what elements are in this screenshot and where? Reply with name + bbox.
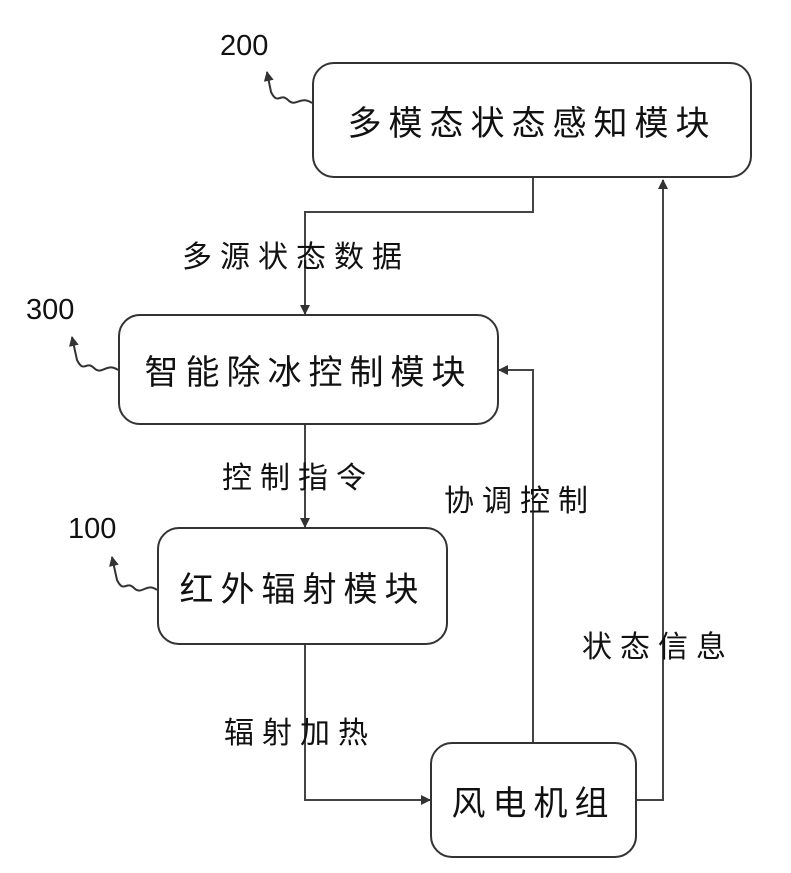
- arrow-coordinated-control: [499, 370, 533, 742]
- multimodal-perception-module: 多模态状态感知模块: [312, 62, 752, 178]
- ref-leader-100: [112, 557, 157, 591]
- infrared-radiation-label: 红外辐射模块: [180, 562, 426, 611]
- label-control-command: 控制指令: [222, 453, 374, 497]
- wind-turbine-label: 风电机组: [452, 776, 616, 825]
- ref-number-200: 200: [220, 30, 268, 63]
- infrared-radiation-module: 红外辐射模块: [157, 527, 448, 645]
- arrow-status-info: [637, 180, 663, 800]
- smart-deicing-control-module: 智能除冰控制模块: [118, 314, 499, 425]
- label-coordinated-control: 协调控制: [444, 476, 596, 520]
- wind-turbine-unit: 风电机组: [430, 742, 637, 858]
- label-multi-source-data: 多源状态数据: [182, 232, 410, 276]
- ref-leader-200: [267, 72, 312, 103]
- ref-number-100: 100: [68, 513, 116, 546]
- label-status-info: 状态信息: [582, 622, 734, 666]
- label-radiant-heating: 辐射加热: [224, 708, 376, 752]
- multimodal-perception-label: 多模态状态感知模块: [348, 96, 717, 145]
- ref-leader-300: [72, 337, 118, 371]
- ref-number-300: 300: [26, 294, 74, 327]
- smart-deicing-control-label: 智能除冰控制模块: [145, 345, 473, 394]
